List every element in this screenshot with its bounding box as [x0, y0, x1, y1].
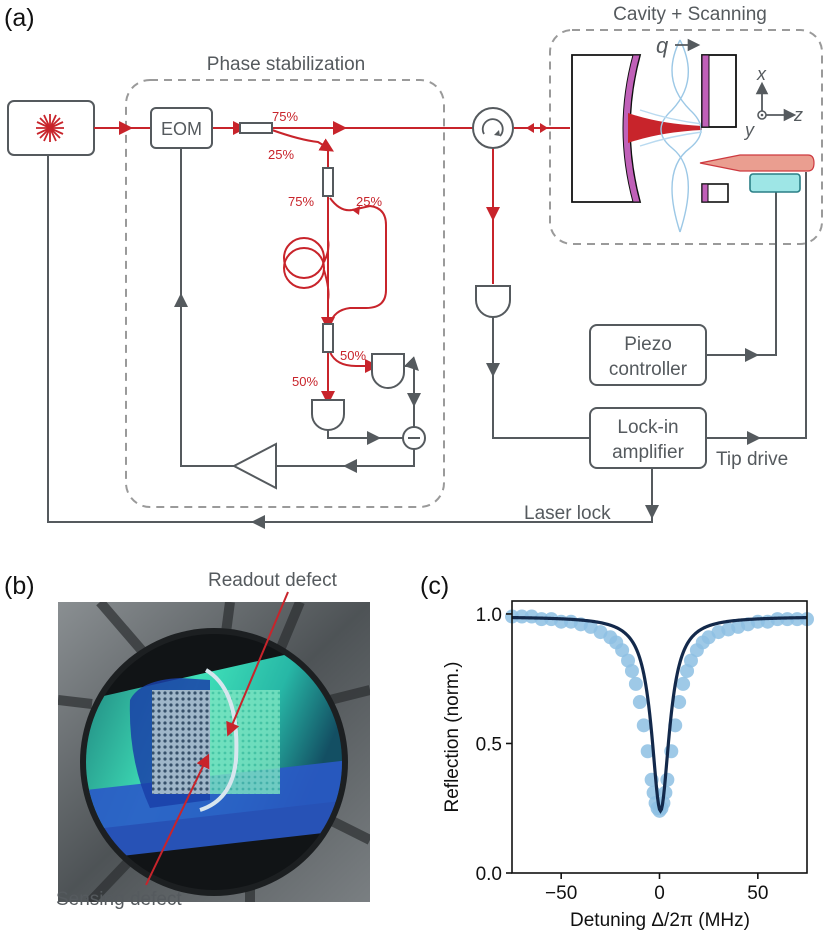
data-point: [636, 718, 651, 733]
eom-label: EOM: [161, 119, 202, 139]
panel-label-b: (b): [4, 572, 35, 600]
data-point: [672, 695, 687, 710]
split-label-75-mid: 75%: [288, 194, 314, 209]
readout-defect-label: Readout defect: [208, 570, 338, 591]
scanning-tip: [699, 154, 815, 172]
split-label-75-top: 75%: [272, 109, 298, 124]
lockin-label-2: amplifier: [612, 442, 684, 463]
cavity-beam: [628, 113, 702, 143]
photodetector-left: [311, 399, 345, 431]
sensing-pointer: [145, 753, 210, 886]
piezo-stage: [749, 173, 801, 193]
piezo-label-2: controller: [609, 359, 688, 380]
y-ticks: 0.0 0.5 1.0: [476, 605, 512, 885]
y-axis-label: Reflection (norm.): [442, 662, 463, 813]
x-tick-label: 0: [654, 883, 665, 904]
split-label-50-down: 50%: [292, 374, 318, 389]
axis-y-label: y: [743, 120, 755, 140]
photodetector-cavity: [475, 285, 511, 318]
piezo-label-1: Piezo: [624, 334, 672, 355]
circulator-arrow-icon: [481, 118, 504, 137]
data-point: [632, 695, 647, 710]
data-point: [640, 744, 655, 759]
coupler-1: [239, 122, 273, 134]
y-tick-label: 1.0: [476, 605, 502, 626]
coupler-2: [322, 167, 334, 197]
laser-star-icon: [36, 114, 64, 142]
amplifier-triangle: [231, 442, 277, 490]
cavity-drawing: q: [571, 33, 815, 233]
x-tick-label: −50: [545, 883, 577, 904]
sensing-defect-label: Sensing defect: [56, 889, 182, 910]
x-ticks: −50 0 50: [545, 873, 768, 904]
y-tick-label: 0.5: [476, 734, 502, 755]
y-tick-label: 0.0: [476, 864, 502, 885]
cavity-scanning-title: Cavity + Scanning: [613, 4, 767, 25]
axes-icon: x z y: [743, 64, 803, 140]
laser-lock-label: Laser lock: [524, 503, 611, 524]
lockin-label-1: Lock-in: [617, 417, 678, 438]
reflection-chart: −50 0 50 0.0 0.5 1.0 Detuning Δ/2π (MHz) Ref…: [442, 600, 814, 931]
data-point: [615, 643, 630, 658]
panel-label-a: (a): [4, 4, 35, 32]
data-point: [628, 676, 643, 691]
axis-z-label: z: [793, 105, 803, 125]
axis-x-label: x: [756, 64, 767, 84]
plot-frame: [511, 600, 808, 874]
split-label-25-mid: 25%: [356, 194, 382, 209]
readout-pointer: [226, 591, 289, 737]
lockin-amplifier-box: [589, 407, 707, 469]
cavity-scanning-group: [549, 29, 823, 245]
data-point: [624, 663, 639, 678]
data-point: [676, 676, 691, 691]
x-tick-label: 50: [747, 883, 768, 904]
panel-label-c: (c): [420, 572, 449, 600]
phase-stabilization-group: [125, 79, 445, 508]
tip-drive-label: Tip drive: [716, 449, 788, 470]
electrical-wiring: [47, 148, 807, 529]
sample-photo: [58, 602, 370, 902]
fit-line: [511, 615, 808, 814]
plot-marks: [505, 609, 814, 818]
q-label: q: [656, 33, 669, 58]
data-point: [683, 653, 698, 668]
split-label-25-top: 25%: [268, 147, 294, 162]
split-label-50-right: 50%: [340, 348, 366, 363]
photodetector-right: [371, 353, 405, 389]
data-point: [660, 772, 675, 787]
coupler-3: [322, 323, 334, 353]
phase-stabilization-title: Phase stabilization: [207, 54, 365, 75]
circulator: [472, 107, 514, 149]
optical-path: [94, 121, 570, 405]
x-axis-label: Detuning Δ/2π (MHz): [570, 910, 750, 931]
piezo-controller-box: [589, 324, 707, 386]
